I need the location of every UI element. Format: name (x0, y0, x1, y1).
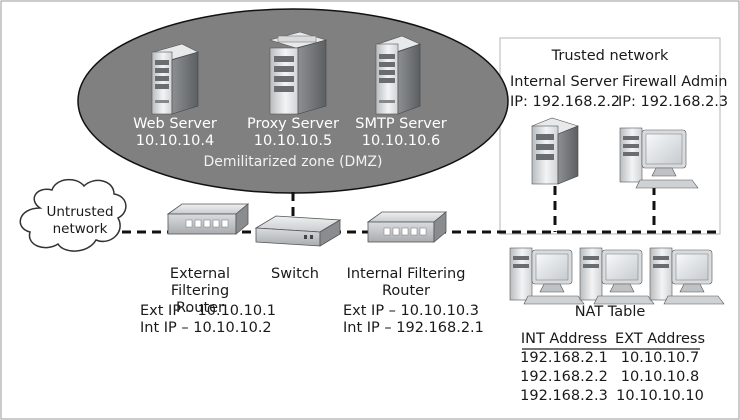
internal-router-int-ip: Int IP – 192.168.2.1 (343, 320, 484, 336)
switch-label: Switch (271, 266, 319, 282)
smtp-server-icon (375, 35, 421, 115)
proxy-server-label: Proxy Server 10.10.10.5 (238, 116, 348, 150)
workstation-icon-2 (579, 247, 655, 305)
nat-row-2-int: 192.168.2.2 (520, 369, 608, 385)
web-server-ip: 10.10.10.4 (135, 133, 215, 149)
external-router-int-ip: Int IP – 10.10.10.2 (140, 320, 272, 336)
smtp-server-name: SMTP Server (355, 116, 447, 132)
internal-server-ip: IP: 192.168.2.2 (510, 94, 621, 110)
nat-table-title: NAT Table (574, 304, 646, 320)
switch-icon (254, 215, 342, 247)
firewall-admin-workstation-icon (619, 127, 699, 189)
nat-header-int: INT Address (520, 331, 608, 347)
external-router-ext-ip: Ext IP – 10.10.10.1 (140, 303, 276, 319)
firewall-admin-name: Firewall Admin (622, 74, 728, 90)
web-server-label: Web Server 10.10.10.4 (120, 116, 230, 150)
workstation-icon-3 (649, 247, 725, 305)
proxy-server-name: Proxy Server (247, 116, 339, 132)
nat-row-1-ext: 10.10.10.7 (620, 350, 700, 366)
firewall-admin-ip: IP: 192.168.2.3 (618, 94, 729, 110)
external-router-icon (166, 203, 250, 235)
internal-router-icon (366, 211, 448, 243)
proxy-server-ip: 10.10.10.5 (253, 133, 333, 149)
proxy-server-icon (268, 31, 328, 115)
workstation-icon-1 (509, 247, 585, 305)
internal-server-name: Internal Server (510, 74, 619, 90)
nat-row-2-ext: 10.10.10.8 (620, 369, 700, 385)
untrusted-network-label: Untrusted network (46, 204, 114, 237)
nat-row-1-int: 192.168.2.1 (520, 350, 608, 366)
external-router-name: External Filtering Router (169, 266, 231, 316)
smtp-server-ip: 10.10.10.6 (361, 133, 441, 149)
internal-router-name: Internal Filtering Router (346, 266, 466, 299)
smtp-server-label: SMTP Server 10.10.10.6 (346, 116, 456, 150)
nat-header-ext: EXT Address (614, 331, 706, 347)
web-server-name: Web Server (133, 116, 217, 132)
trusted-network-label: Trusted network (551, 48, 669, 64)
dmz-label: Demilitarized zone (DMZ) (203, 154, 383, 170)
nat-row-3-int: 192.168.2.3 (520, 388, 608, 404)
internal-server-icon (531, 117, 579, 185)
untrusted-network-cloud (19, 178, 127, 252)
internal-router-ext-ip: Ext IP – 10.10.10.3 (343, 303, 479, 319)
nat-row-3-ext: 10.10.10.10 (616, 388, 704, 404)
web-server-icon (151, 43, 199, 115)
